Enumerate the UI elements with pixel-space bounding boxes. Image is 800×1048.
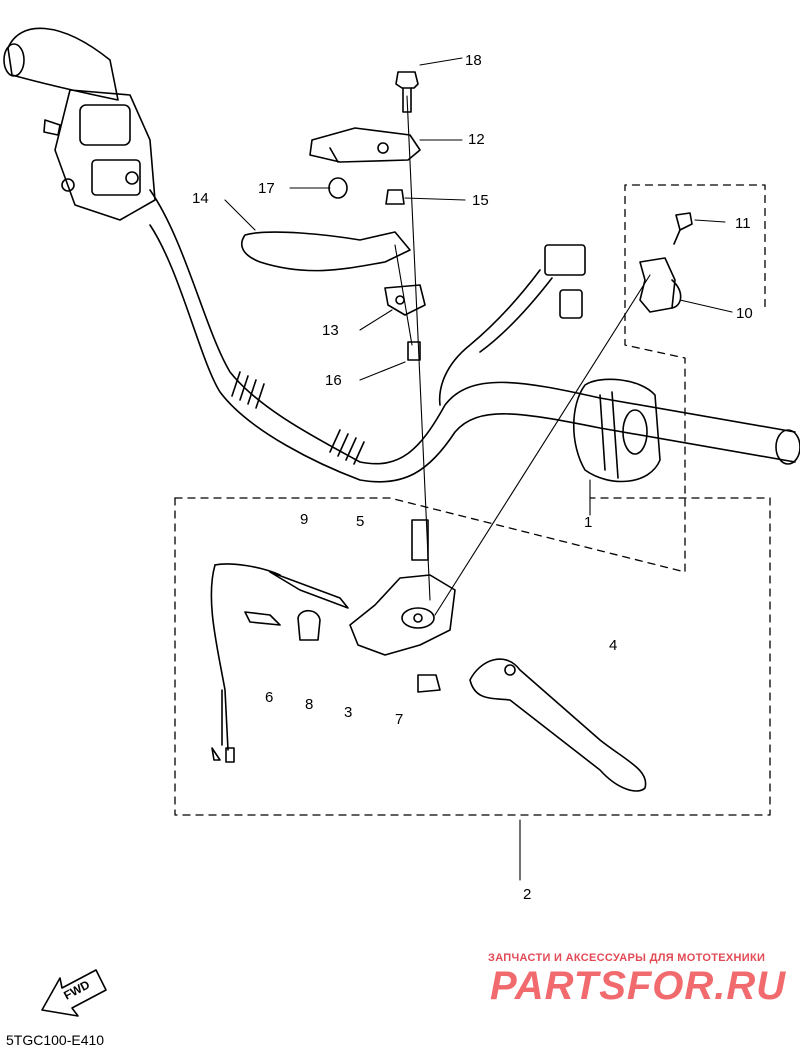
parking-lever-assembly (241, 71, 426, 361)
callout-17: 17 (258, 180, 275, 197)
callout-18: 18 (465, 52, 482, 69)
callout-4: 4 (609, 637, 618, 654)
callout-5: 5 (356, 513, 365, 530)
watermark-brand: PARTSFOR.RU (490, 964, 787, 1008)
diagram-code: 5TGC100-E410 (6, 1032, 105, 1048)
callout-15: 15 (472, 192, 489, 209)
callout-9: 9 (300, 511, 309, 528)
watermark-tagline: ЗАПЧАСТИ И АКСЕССУАРЫ ДЛЯ МОТОТЕХНИКИ (488, 952, 766, 964)
callout-8: 8 (305, 696, 314, 713)
callout-16: 16 (325, 372, 342, 389)
callout-1: 1 (584, 514, 593, 531)
callout-13: 13 (322, 322, 339, 339)
switch-bracket-parts (639, 212, 693, 313)
handlebar (149, 189, 800, 483)
clutch-lever-assembly (210, 519, 647, 792)
leader-lines (224, 57, 733, 881)
callout-7: 7 (395, 711, 404, 728)
callout-3: 3 (344, 704, 353, 721)
connector-wiring (438, 244, 586, 406)
switch-housing (572, 378, 661, 483)
group-boundary-lines (174, 184, 771, 816)
callout-14: 14 (192, 190, 209, 207)
fwd-arrow (41, 969, 107, 1017)
callout-6: 6 (265, 689, 274, 706)
callout-12: 12 (468, 131, 485, 148)
callout-11: 11 (735, 215, 751, 232)
left-grip-and-master-cylinder (3, 27, 156, 221)
callout-10: 10 (736, 305, 753, 322)
callout-2: 2 (523, 886, 532, 903)
